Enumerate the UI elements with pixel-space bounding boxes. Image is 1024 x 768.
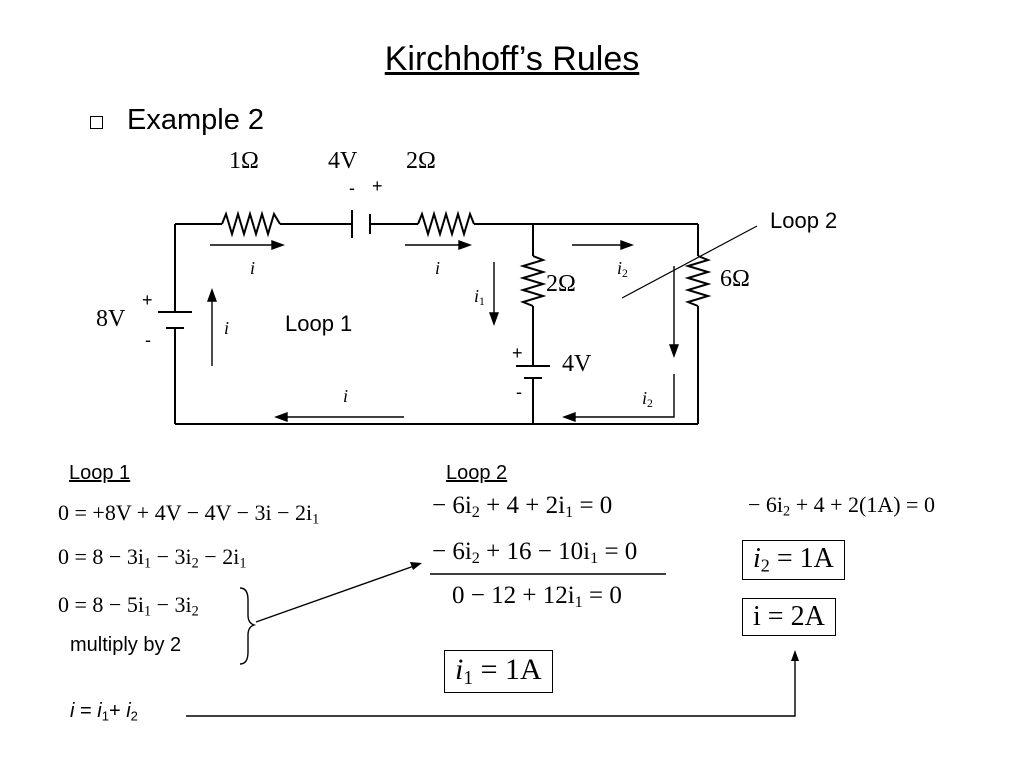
current-i-top-left: i	[250, 258, 256, 278]
loop2-heading: Loop 2	[446, 462, 508, 484]
loop1-heading: Loop 1	[69, 462, 131, 484]
arrow-i-top-mid	[405, 240, 473, 250]
loop1-equation-2: 0 = 8 − 3i1 − 3i2 − 2i1	[58, 544, 247, 572]
arrow-sum-line	[186, 656, 796, 717]
battery-top-label: 4V	[328, 148, 358, 174]
loop2-equation-1: − 6i2 + 4 + 2i1 = 0	[432, 492, 613, 522]
r-mid-label: 2Ω	[546, 271, 576, 297]
battery-left-label: 8V	[96, 306, 126, 332]
sum-equation: i = i1+ i2	[70, 700, 138, 724]
bullet-example-label: Example 2	[127, 104, 265, 136]
battery-left-8v	[158, 311, 192, 329]
arrow-i2-bottom-left	[561, 374, 675, 422]
current-i2-right: i2	[642, 388, 653, 410]
current-i-bottom: i	[343, 386, 349, 406]
battery-top-4v	[351, 210, 371, 238]
arrow-sum-head	[791, 650, 799, 661]
arrow-i2-top	[572, 240, 635, 250]
result-i-box: i = 2A	[742, 598, 836, 636]
resistor-1ohm	[221, 210, 281, 238]
arrow-i2-right-down	[669, 266, 679, 359]
resistor-6ohm	[684, 255, 712, 307]
arrow-i-bottom-left	[273, 412, 404, 422]
r2-label: 2Ω	[406, 148, 436, 174]
loop2-pointer-line	[621, 225, 758, 299]
multiply-note: multiply by 2	[70, 634, 182, 656]
loop1-equation-3: 0 = 8 − 5i1 − 3i2	[58, 592, 199, 620]
loop2-equation-3: 0 − 12 + 12i1 = 0	[452, 582, 622, 612]
resistor-2ohm-top	[417, 210, 475, 238]
r1-label: 1Ω	[229, 148, 259, 174]
arrow-to-loop2-head	[410, 562, 422, 570]
arrow-i1-down	[489, 262, 499, 327]
battery-left-minus: -	[145, 330, 151, 350]
current-i2-top: i2	[617, 258, 628, 280]
result-i2-box: i2 = 1A	[742, 540, 845, 580]
loop2-label: Loop 2	[770, 208, 838, 233]
current-i-left: i	[224, 318, 230, 338]
loop2-equation-2: − 6i2 + 16 − 10i1 = 0	[432, 538, 638, 568]
arrow-i-top-left	[210, 240, 286, 250]
r-right-label: 6Ω	[720, 266, 750, 292]
arrow-to-loop2-line	[255, 565, 415, 623]
battery-mid-label: 4V	[562, 351, 592, 377]
right-equation: − 6i2 + 4 + 2(1A) = 0	[748, 492, 935, 520]
arrow-i-left-up	[207, 287, 217, 366]
battery-mid-plus: +	[512, 343, 523, 363]
result-i1-box: i1 = 1A	[444, 650, 553, 693]
battery-top-minus: -	[349, 178, 355, 198]
battery-top-plus: +	[372, 176, 383, 196]
battery-mid-4v	[516, 365, 550, 379]
slide-title: Kirchhoff’s Rules	[384, 40, 640, 78]
battery-left-plus: +	[142, 290, 153, 310]
battery-mid-minus: -	[516, 382, 522, 402]
resistor-2ohm-mid	[519, 255, 547, 307]
current-i-top-mid: i	[435, 258, 441, 278]
loop1-equation-1: 0 = +8V + 4V − 4V − 3i − 2i1	[58, 500, 320, 528]
loop1-label: Loop 1	[285, 311, 353, 336]
curly-brace	[239, 587, 257, 665]
bullet-square-icon	[90, 116, 103, 129]
current-i1-mid: i1	[474, 286, 485, 308]
